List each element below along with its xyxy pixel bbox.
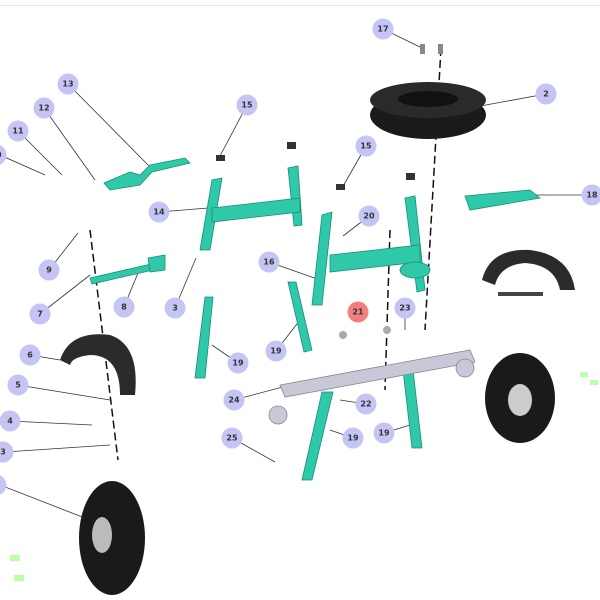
callout-3[interactable]: 3: [0, 441, 14, 463]
callout-21-highlighted[interactable]: 21: [347, 301, 369, 323]
callout-22[interactable]: 22: [355, 393, 377, 415]
fenders: [60, 249, 575, 395]
callout-18[interactable]: 18: [581, 184, 600, 206]
hardware: [10, 44, 598, 581]
callout-19[interactable]: 19: [227, 352, 249, 374]
callout-9[interactable]: 9: [38, 259, 60, 281]
axle: [268, 349, 476, 425]
callout-4[interactable]: 4: [0, 410, 21, 432]
callout-3[interactable]: 3: [164, 297, 186, 319]
callout-6[interactable]: 6: [19, 344, 41, 366]
top-border: [0, 5, 600, 6]
leader-lines: [0, 28, 592, 521]
callout-25[interactable]: 25: [221, 427, 243, 449]
spare-tire: [370, 82, 486, 139]
callout-16[interactable]: 16: [258, 251, 280, 273]
callout-10[interactable]: 10: [0, 144, 7, 166]
callout-5[interactable]: 5: [7, 374, 29, 396]
callout-13[interactable]: 13: [57, 73, 79, 95]
callout-17[interactable]: 17: [372, 18, 394, 40]
callout-19[interactable]: 19: [373, 422, 395, 444]
callout-14[interactable]: 14: [148, 201, 170, 223]
wheels: [79, 353, 555, 595]
callout-23[interactable]: 23: [394, 297, 416, 319]
frame-parts: [89, 157, 541, 481]
callout-2[interactable]: 2: [535, 83, 557, 105]
callout-20[interactable]: 20: [358, 205, 380, 227]
callout-19[interactable]: 19: [342, 427, 364, 449]
callout-12[interactable]: 12: [33, 97, 55, 119]
callout-19[interactable]: 19: [265, 340, 287, 362]
callout-1[interactable]: 1: [0, 474, 7, 496]
callout-7[interactable]: 7: [29, 303, 51, 325]
callout-8[interactable]: 8: [113, 296, 135, 318]
callout-15[interactable]: 15: [355, 135, 377, 157]
callout-11[interactable]: 11: [7, 120, 29, 142]
callout-24[interactable]: 24: [223, 389, 245, 411]
callout-15[interactable]: 15: [236, 94, 258, 116]
